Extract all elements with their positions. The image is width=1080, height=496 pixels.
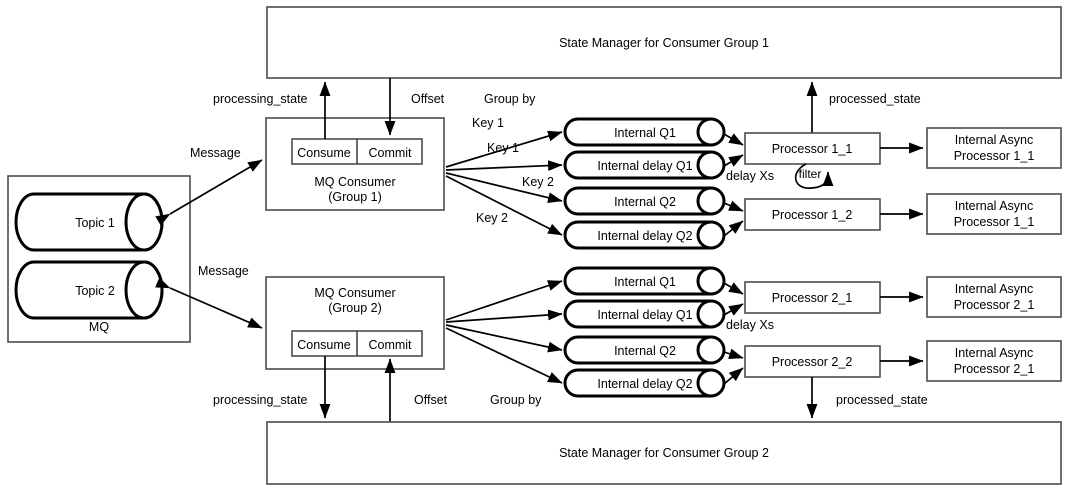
- consume-label-group2: Consume: [297, 338, 351, 352]
- queue-to-processor-g1-4: [723, 220, 744, 237]
- message-arrow-1: [155, 159, 263, 226]
- state-manager-group1-box[interactable]: [266, 6, 1062, 79]
- delay-label-bottom: delay Xs: [726, 318, 774, 332]
- internal-queue-g1-2[interactable]: Internal delay Q1: [563, 150, 726, 180]
- async-processor-1-1-line1: Internal Async: [955, 133, 1034, 147]
- key-label-g1-2: Key 1: [487, 141, 519, 155]
- commit-label-group1: Commit: [368, 146, 412, 160]
- offset-label-bottom: Offset: [414, 393, 448, 407]
- processor-1-2-box[interactable]: [744, 198, 881, 231]
- queue-to-processor-g2-3: [723, 348, 744, 359]
- async-processor-1-2-box[interactable]: [926, 193, 1062, 235]
- fanout-arrow-g1-3: [445, 172, 563, 204]
- processing-state-label-top: processing_state: [213, 92, 308, 106]
- fanout-arrow-g2-3: [445, 324, 563, 353]
- internal-queue-g1-1[interactable]: Internal Q1: [563, 117, 726, 147]
- internal-queue-g2-2[interactable]: Internal delay Q1: [563, 299, 726, 329]
- topic-1-cylinder[interactable]: Topic 1: [14, 192, 164, 252]
- async-processor-2-2-line2: Processor 2_1: [954, 362, 1035, 376]
- async-processor-1-2-line1: Internal Async: [955, 199, 1034, 213]
- queue-to-processor-g1-2: [723, 154, 744, 167]
- async-processor-1-2-line2: Processor 1_1: [954, 215, 1035, 229]
- async-processor-2-1-line1: Internal Async: [955, 282, 1034, 296]
- key-label-g1-3: Key 2: [522, 175, 554, 189]
- group-by-label-bottom: Group by: [490, 393, 542, 407]
- filter-label: filter: [799, 167, 822, 181]
- internal-queue-g2-1-label: Internal Q1: [614, 275, 676, 289]
- topic-2-label: Topic 2: [75, 284, 115, 298]
- internal-queue-g2-4-label: Internal delay Q2: [597, 377, 692, 391]
- consume-label-group1: Consume: [297, 146, 351, 160]
- processed-state-label-bottom: processed_state: [836, 393, 928, 407]
- internal-queue-g1-4-label: Internal delay Q2: [597, 229, 692, 243]
- message-arrow-2: [155, 277, 263, 329]
- mq-consumer-group2-name: MQ Consumer: [314, 286, 395, 300]
- fanout-arrow-g1-1: [445, 130, 563, 168]
- internal-queue-g1-1-label: Internal Q1: [614, 126, 676, 140]
- processing-state-label-bottom: processing_state: [213, 393, 308, 407]
- message-label-2: Message: [198, 264, 249, 278]
- fanout-arrow-g2-4: [445, 327, 563, 384]
- internal-queue-g2-4[interactable]: Internal delay Q2: [563, 368, 726, 398]
- processor-1-1-label: Processor 1_1: [772, 142, 853, 156]
- fanout-arrow-g2-1: [445, 280, 563, 321]
- queue-to-processor-g2-2: [723, 303, 744, 316]
- topic-1-label: Topic 1: [75, 216, 115, 230]
- internal-queue-g2-3[interactable]: Internal Q2: [563, 335, 726, 365]
- processor-2-1-box[interactable]: [744, 281, 881, 314]
- topic-2-cylinder[interactable]: Topic 2: [14, 260, 164, 320]
- delay-label-top: delay Xs: [726, 169, 774, 183]
- offset-label-top: Offset: [411, 92, 445, 106]
- fanout-arrow-g1-4: [445, 175, 563, 236]
- processed-state-label-top: processed_state: [829, 92, 921, 106]
- internal-queue-g2-1[interactable]: Internal Q1: [563, 266, 726, 296]
- internal-queue-g1-3[interactable]: Internal Q2: [563, 186, 726, 216]
- state-manager-group1-label: State Manager for Consumer Group 1: [559, 36, 769, 50]
- mq-consumer-group2-group: (Group 2): [328, 301, 382, 315]
- mq-consumer-group1-group: (Group 1): [328, 190, 382, 204]
- async-processor-2-1-box[interactable]: [926, 276, 1062, 318]
- internal-queue-g1-2-label: Internal delay Q1: [597, 159, 692, 173]
- internal-queue-g2-3-label: Internal Q2: [614, 344, 676, 358]
- commit-label-group2: Commit: [368, 338, 412, 352]
- mq-consumer-group1-name: MQ Consumer: [314, 175, 395, 189]
- processor-2-1-label: Processor 2_1: [772, 291, 853, 305]
- queue-to-processor-g1-1: [723, 133, 744, 146]
- filter-loop-arrow: [795, 163, 834, 189]
- processor-1-2-label: Processor 1_2: [772, 208, 853, 222]
- message-label-1: Message: [190, 146, 241, 160]
- fanout-arrow-g1-2: [445, 160, 563, 172]
- processor-1-1-box[interactable]: [744, 132, 881, 165]
- internal-queue-g2-2-label: Internal delay Q1: [597, 308, 692, 322]
- async-processor-1-1-line2: Processor 1_1: [954, 149, 1035, 163]
- async-processor-2-2-box[interactable]: [926, 340, 1062, 382]
- async-processor-2-1-line2: Processor 2_1: [954, 298, 1035, 312]
- queue-to-processor-g1-3: [723, 200, 744, 212]
- async-processor-1-1-box[interactable]: [926, 127, 1062, 169]
- fanout-arrow-g2-2: [445, 309, 563, 323]
- queue-to-processor-g2-4: [723, 367, 744, 385]
- internal-queue-g1-4[interactable]: Internal delay Q2: [563, 220, 726, 250]
- state-manager-group2-box[interactable]: [266, 421, 1062, 485]
- key-label-g1-1: Key 1: [472, 116, 504, 130]
- group-by-label-top: Group by: [484, 92, 536, 106]
- mq-label: MQ: [89, 320, 109, 334]
- async-processor-2-2-line1: Internal Async: [955, 346, 1034, 360]
- processor-2-2-label: Processor 2_2: [772, 355, 853, 369]
- queue-to-processor-g2-1: [723, 282, 744, 295]
- internal-queue-g1-3-label: Internal Q2: [614, 195, 676, 209]
- key-label-g1-4: Key 2: [476, 211, 508, 225]
- state-manager-group2-label: State Manager for Consumer Group 2: [559, 446, 769, 460]
